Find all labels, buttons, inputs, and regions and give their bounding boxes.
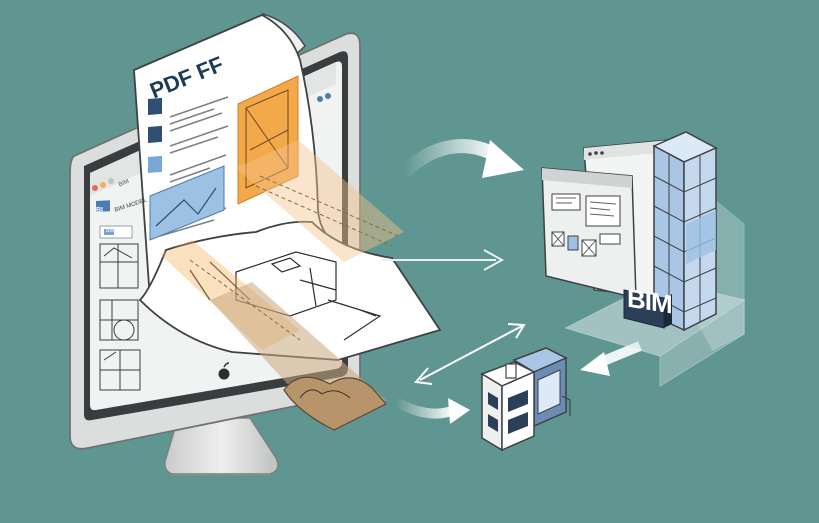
doc-bullet — [148, 125, 162, 144]
screen-sidebar-tag: BIM — [106, 228, 115, 234]
arrow-icon — [580, 341, 642, 376]
doc-bullet — [148, 97, 162, 116]
screen-blueprint — [99, 243, 141, 391]
bidirectional-arrow-icon — [414, 323, 526, 385]
pdf-document — [133, 12, 442, 431]
projection-band — [236, 140, 404, 262]
bim-model — [541, 131, 746, 388]
building-icon — [652, 131, 718, 332]
arrow-icon — [399, 139, 524, 178]
bim-label: BIM — [627, 282, 672, 320]
doc-bullet — [148, 155, 162, 174]
apple-logo-icon — [218, 362, 230, 380]
screen-app-badge: BI — [96, 207, 103, 214]
arrow-icon — [382, 249, 505, 271]
browser-window-icon — [541, 167, 637, 299]
building-icon — [480, 347, 571, 452]
bim-block-label — [623, 289, 672, 329]
arrow-icon — [393, 397, 470, 424]
